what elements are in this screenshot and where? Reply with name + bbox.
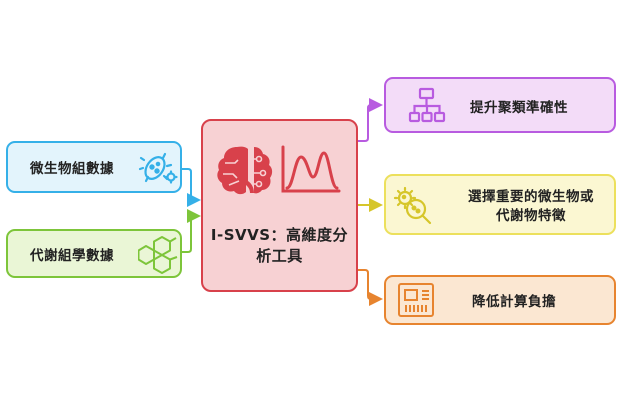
- cpu-board-icon: [398, 283, 434, 317]
- compute-burden-box: 降低計算負擔: [384, 275, 616, 325]
- center-title: I-SVVS：高維度分析工具: [210, 226, 349, 265]
- microbiome-data-box: 微生物組數據: [6, 141, 182, 193]
- feature-selection-text: 選擇重要的微生物或 代謝物特徵: [446, 188, 616, 226]
- hierarchy-icon: [408, 87, 446, 123]
- clustering-accuracy-box: 提升聚類準確性: [384, 77, 616, 133]
- microbiome-data-label: 微生物組數據: [30, 161, 114, 177]
- arrow-center-to-cost: [358, 269, 383, 306]
- arrow-metabolome-to-center: [182, 209, 201, 253]
- compute-burden-label: 降低計算負擔: [472, 294, 556, 310]
- clustering-accuracy-label: 提升聚類準確性: [470, 100, 568, 116]
- center-tool-box: I-SVVS：高維度分析工具: [201, 119, 358, 292]
- arrow-microbiome-to-center: [182, 168, 201, 207]
- metabolomics-data-label: 代謝組學數據: [30, 247, 114, 264]
- molecule-icon: [138, 236, 178, 274]
- feature-selection-line-1: 選擇重要的微生物或: [468, 189, 594, 205]
- metabolomics-data-box: 代謝組學數據: [6, 229, 182, 278]
- feature-selection-line-2: 代謝物特徵: [496, 208, 566, 224]
- arrow-center-to-accuracy: [358, 98, 383, 142]
- magnify-virus-icon: [393, 186, 432, 225]
- bacteria-icon: [138, 152, 178, 184]
- feature-selection-box: 選擇重要的微生物或 代謝物特徵: [384, 174, 616, 235]
- brain-chart-icon: [217, 145, 341, 195]
